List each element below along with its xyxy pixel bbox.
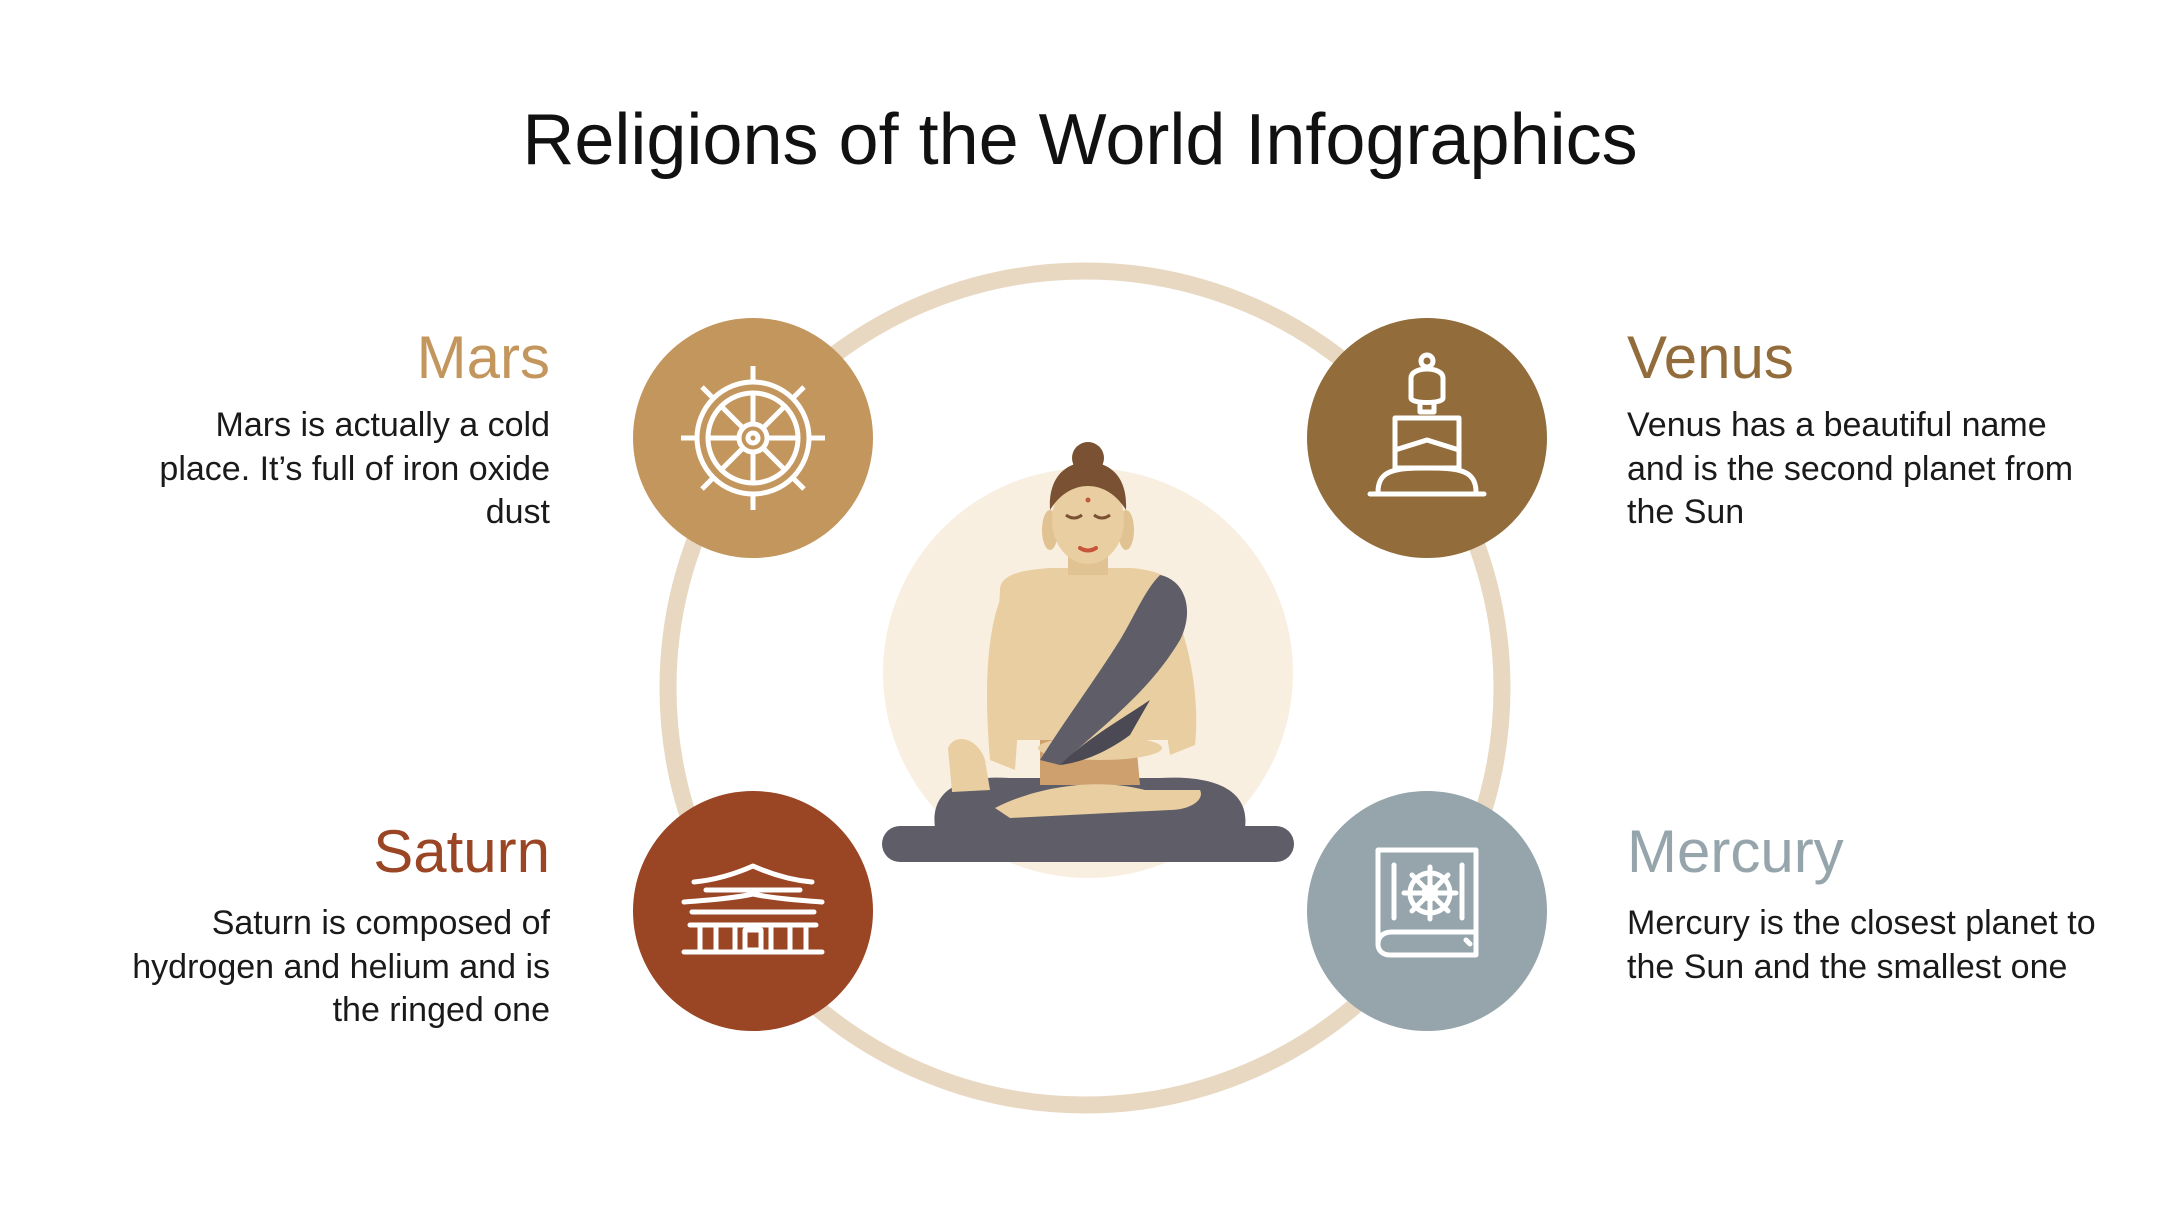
saturn-node — [633, 791, 873, 1031]
mercury-description: Mercury is the closest planet to the Sun… — [1627, 904, 2096, 986]
mercury-node — [1307, 791, 1547, 1031]
mars-heading: Mars — [416, 324, 550, 391]
saturn-description: Saturn is composed of hydrogen and heliu… — [132, 904, 550, 1029]
venus-node — [1307, 318, 1547, 558]
venus-heading: Venus — [1627, 324, 1794, 391]
meditating-buddha-icon — [1367, 352, 1487, 497]
page-title: Religions of the World Infographics — [522, 100, 1638, 180]
temple-icon — [681, 863, 825, 955]
cycle-ring — [659, 262, 1511, 1114]
saturn-heading: Saturn — [373, 818, 550, 885]
mars-node — [633, 318, 873, 558]
mercury-heading: Mercury — [1627, 818, 1844, 885]
holy-book-icon — [1375, 847, 1479, 958]
venus-description: Venus has a beautiful name and is the se… — [1627, 406, 2074, 531]
meditating-buddha-illustration — [882, 442, 1294, 862]
mars-description: Mars is actually a cold place. It’s full… — [159, 406, 550, 531]
dharma-wheel-icon — [681, 366, 825, 510]
